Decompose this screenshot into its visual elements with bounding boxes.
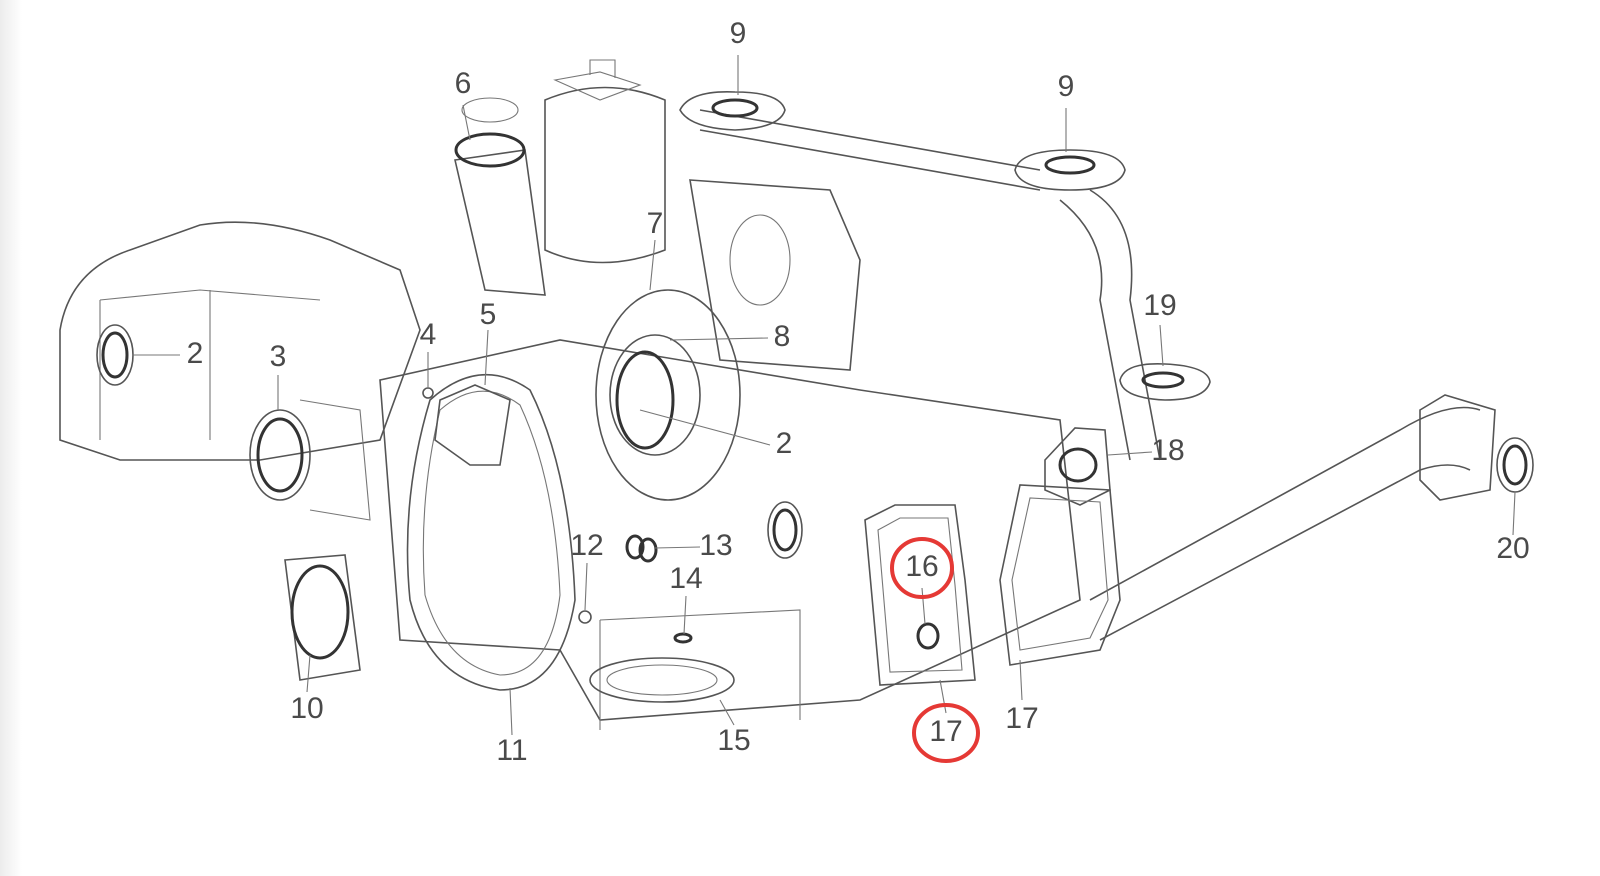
- callout-5: 5: [480, 298, 497, 331]
- callout-18: 18: [1151, 434, 1184, 467]
- callout-7: 7: [647, 207, 664, 240]
- callout-15: 15: [717, 724, 750, 757]
- callout-20: 20: [1496, 532, 1529, 565]
- callout-10: 10: [290, 692, 323, 725]
- callout-9: 9: [730, 17, 747, 50]
- callout-14: 14: [669, 562, 702, 595]
- page-edge-shadow: [0, 0, 22, 876]
- callout-2: 2: [187, 337, 204, 370]
- callout-12: 12: [570, 529, 603, 562]
- callout-16: 16: [905, 550, 938, 583]
- engine-line-art: [59, 59, 1534, 730]
- highlight-rings: [890, 537, 980, 763]
- callout-17: 17: [1005, 702, 1038, 735]
- highlight-circle-16: [890, 537, 954, 599]
- callout-8: 8: [774, 320, 791, 353]
- callout-4: 4: [420, 318, 437, 351]
- callout-6: 6: [455, 67, 472, 100]
- callout-labels: 9 9 6 7 5 4 8 2 3 19 2 18 13 12 14 16 20…: [187, 17, 1530, 767]
- leader-lines: [132, 55, 1516, 736]
- callout-17: 17: [929, 715, 962, 748]
- callout-19: 19: [1143, 289, 1176, 322]
- callout-3: 3: [270, 340, 287, 373]
- callout-11: 11: [496, 734, 527, 767]
- callout-9: 9: [1058, 70, 1075, 103]
- highlight-circle-17: [912, 703, 980, 763]
- callout-13: 13: [699, 529, 732, 562]
- callout-2: 2: [776, 427, 793, 460]
